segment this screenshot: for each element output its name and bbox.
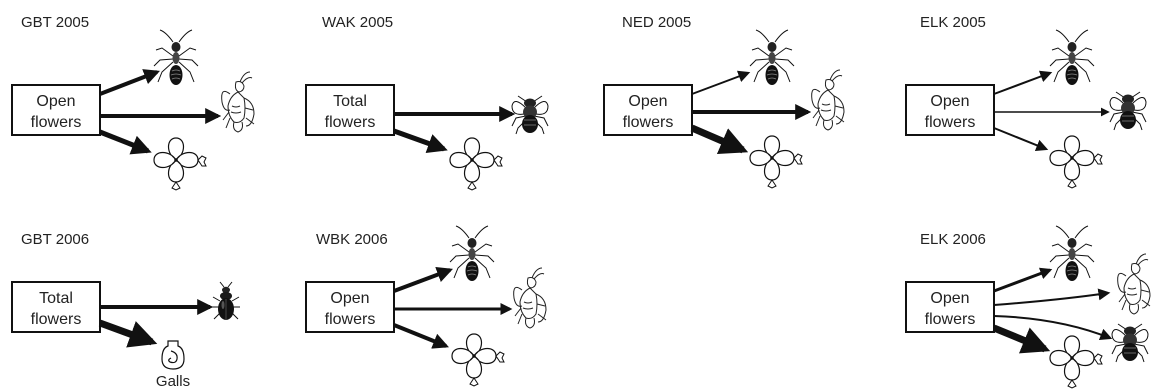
source-label-line2: flowers — [325, 311, 376, 328]
flower-icon — [451, 333, 505, 387]
ant-icon — [1049, 225, 1095, 282]
beetle-icon — [211, 281, 241, 321]
panel-elk-2005: ELK 2005 Open flowers — [905, 14, 1147, 189]
panel-title: GBT 2005 — [21, 14, 89, 31]
panel-elk-2006: ELK 2006 Open flowers — [905, 225, 1151, 389]
panel-ned-2005: NED 2005 Open flowers — [603, 14, 845, 189]
fly-icon — [511, 95, 549, 135]
panel-title: GBT 2006 — [21, 231, 89, 248]
wasp-icon — [221, 71, 255, 133]
panel-wbk-2006: WBK 2006 Open flowers — [305, 225, 547, 387]
flower-icon — [153, 137, 207, 191]
panel-gbt-2006: GBT 2006 Total flowers Galls — [11, 231, 241, 389]
ant-icon — [153, 29, 199, 86]
arrow-to-ant — [393, 267, 453, 293]
source-label-line1: Open — [930, 93, 969, 110]
arrow-to-gall — [98, 319, 158, 348]
flower-icon — [749, 135, 803, 189]
source-box — [905, 281, 995, 333]
arrow-to-flower — [393, 128, 448, 153]
fly-icon — [1109, 91, 1147, 131]
arrow-to-wasp — [993, 288, 1111, 306]
arrow-to-ant — [691, 70, 751, 95]
source-label-line1: Open — [628, 93, 667, 110]
source-label-line2: flowers — [925, 114, 976, 131]
arrow-to-ant — [99, 69, 160, 96]
source-label-line2: flowers — [31, 311, 82, 328]
panel-title: WBK 2006 — [316, 231, 388, 248]
arrow-to-flower — [393, 323, 449, 349]
arrow-to-flower — [992, 324, 1051, 354]
arrow-to-ant — [993, 267, 1053, 293]
source-label-line1: Open — [930, 290, 969, 307]
source-label-line2: flowers — [325, 114, 376, 131]
gall-label: Galls — [156, 373, 190, 389]
flower-icon — [1049, 335, 1103, 389]
arrow-to-fly — [993, 315, 1113, 341]
source-box — [905, 84, 995, 136]
panel-title: NED 2005 — [622, 14, 691, 31]
source-box — [305, 84, 395, 136]
wasp-icon — [513, 267, 547, 329]
source-label-line1: Total — [333, 93, 367, 110]
ant-icon — [449, 225, 495, 282]
arrow-to-flower — [99, 129, 152, 155]
source-box — [603, 84, 693, 136]
source-label-line2: flowers — [31, 114, 82, 131]
source-label-line1: Open — [330, 290, 369, 307]
arrow-to-flower — [993, 127, 1049, 151]
wasp-icon — [1117, 253, 1151, 315]
gall-icon — [161, 340, 185, 370]
source-box — [11, 84, 101, 136]
arrow-to-flower — [690, 124, 749, 154]
flower-icon — [1049, 135, 1103, 189]
source-label-line1: Total — [39, 290, 73, 307]
arrow-to-ant — [993, 70, 1053, 95]
panel-title: ELK 2006 — [920, 231, 986, 248]
source-label-line2: flowers — [623, 114, 674, 131]
fly-icon — [1111, 323, 1149, 363]
ant-icon — [749, 29, 795, 86]
wasp-icon — [811, 69, 845, 131]
source-label-line1: Open — [36, 93, 75, 110]
flower-icon — [449, 137, 503, 191]
source-label-line2: flowers — [925, 311, 976, 328]
panel-gbt-2005: GBT 2005 Open flowers — [11, 14, 255, 191]
panel-title: ELK 2005 — [920, 14, 986, 31]
ant-icon — [1049, 29, 1095, 86]
panel-wak-2005: WAK 2005 Total flowers — [305, 14, 549, 191]
panel-title: WAK 2005 — [322, 14, 393, 31]
source-box — [305, 281, 395, 333]
